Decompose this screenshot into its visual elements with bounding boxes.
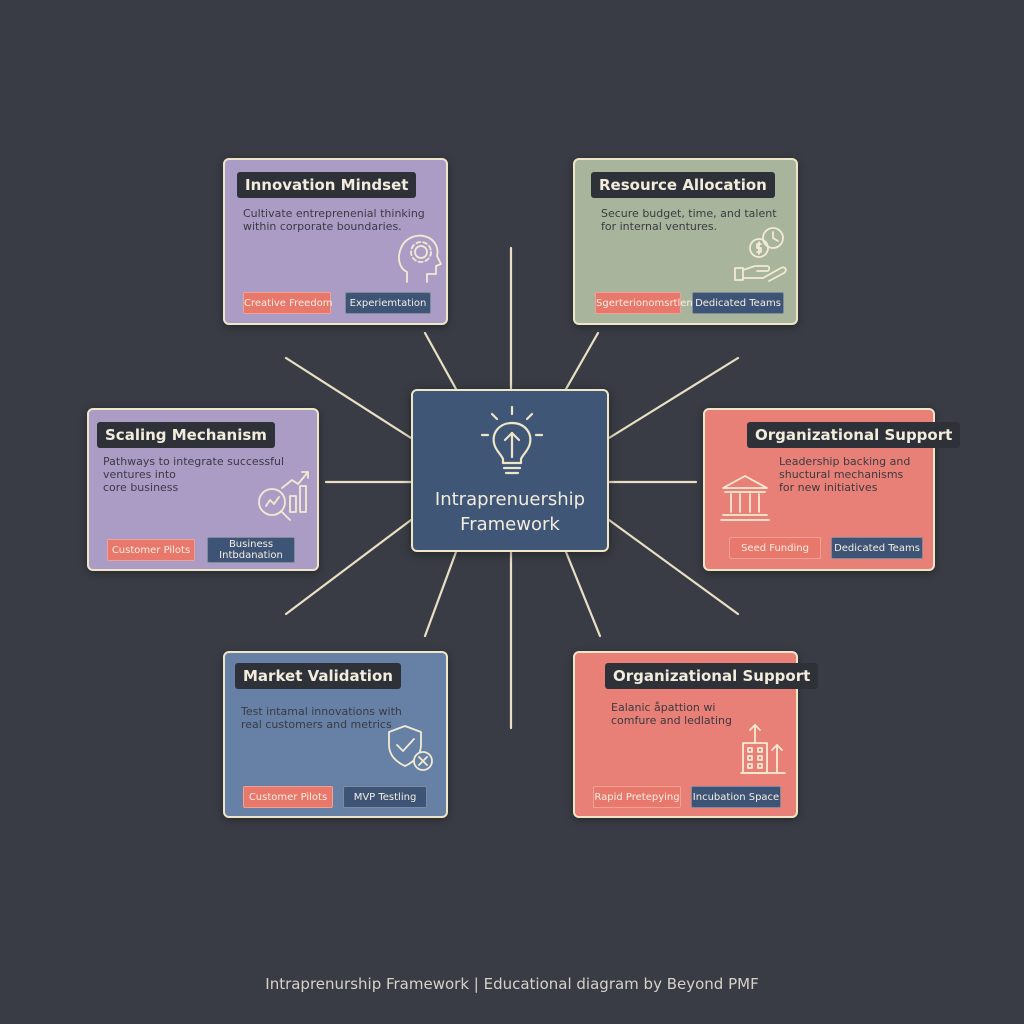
connector-line bbox=[564, 331, 600, 391]
connector-line bbox=[607, 518, 740, 616]
tag-experimentation: Experiemtation bbox=[345, 292, 431, 314]
card-scaling-mechanism: Scaling Mechanism Pathways to integrate … bbox=[87, 408, 319, 571]
card-innovation-mindset: Innovation Mindset Cultivate entreprenen… bbox=[223, 158, 448, 325]
head-gear-icon bbox=[398, 234, 442, 283]
footer-caption: Intraprenurship Framework | Educational … bbox=[265, 975, 759, 993]
tag-dedicated-teams: Dedicated Teams bbox=[692, 292, 784, 314]
tag-incubation-space: Incubation Space bbox=[691, 786, 781, 808]
card-organizational-support-bottom: Organizational Support Ealanic åpattion … bbox=[573, 651, 819, 818]
card-description: Leadership backing and shuctural mechani… bbox=[779, 455, 911, 494]
connector-line bbox=[423, 331, 458, 391]
tag-creative-freedom: Creative Freedom bbox=[243, 292, 333, 314]
hand-money-icon bbox=[734, 227, 787, 282]
connector-line bbox=[423, 550, 458, 638]
card-title: Organizational Support bbox=[747, 422, 961, 448]
tag-sgerterionomsrtlen: Sgerterionomsrtlen bbox=[595, 292, 693, 314]
tag-seed-funding: Seed Funding bbox=[729, 537, 821, 559]
tag-customer-pilots: Customer Pilots bbox=[243, 786, 333, 808]
connector-line bbox=[564, 550, 602, 638]
institution-icon bbox=[720, 475, 770, 521]
connector-line bbox=[284, 518, 413, 616]
shield-check-icon bbox=[388, 725, 433, 771]
card-description: Pathways to integrate successful venture… bbox=[103, 455, 285, 494]
card-title: Resource Allocation bbox=[591, 172, 775, 198]
card-market-validation: Market Validation Test intamal innovatio… bbox=[223, 651, 448, 818]
card-resource-allocation: Resource Allocation Secure budget, time,… bbox=[573, 158, 798, 325]
connector-line bbox=[607, 356, 740, 440]
card-title: Market Validation bbox=[235, 663, 401, 689]
tag-rapid-prototyping: Rapid Pretepying bbox=[593, 786, 681, 808]
tag-business-integration: Business Intbdanation bbox=[207, 537, 295, 563]
tag-mvp-testing: MVP Testling bbox=[343, 786, 427, 808]
building-growth-icon bbox=[740, 724, 786, 774]
card-title: Organizational Support bbox=[605, 663, 819, 689]
card-description: Test intamal innovations with real custo… bbox=[241, 705, 402, 731]
card-title: Innovation Mindset bbox=[237, 172, 417, 198]
connector-line bbox=[284, 356, 413, 440]
card-description: Cultivate entreprenenial thinking within… bbox=[243, 207, 425, 233]
center-title: Intraprenuership Framework bbox=[434, 489, 586, 535]
card-description: Secure budget, time, and talent for inte… bbox=[601, 207, 777, 233]
card-description: Ealanic åpattion wi comfure and ledlatin… bbox=[611, 701, 732, 727]
magnifier-growth-icon bbox=[258, 471, 309, 521]
tag-customer-pilots: Customer Pilots bbox=[107, 539, 195, 561]
card-title: Scaling Mechanism bbox=[97, 422, 275, 448]
center-framework-card: Intraprenuership Framework bbox=[411, 389, 609, 552]
card-organizational-support-right: Organizational Support Leadership backin… bbox=[703, 408, 961, 571]
tag-dedicated-teams: Dedicated Teams bbox=[831, 537, 923, 559]
lightbulb-icon bbox=[480, 405, 544, 475]
